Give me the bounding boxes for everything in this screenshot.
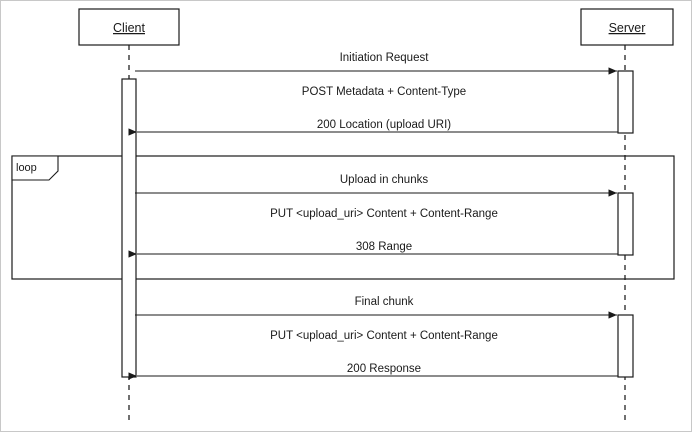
- loop-fragment-box: [11, 155, 675, 280]
- activation-bar-client: [121, 78, 137, 378]
- activation-bar-server-final: [617, 314, 634, 378]
- message-label-put-chunk: PUT <upload_uri> Content + Content-Range: [270, 208, 498, 220]
- loop-fragment-label: loop: [16, 162, 37, 174]
- message-label-post-metadata: POST Metadata + Content-Type: [302, 86, 466, 98]
- activation-bar-server-initiation: [617, 70, 634, 134]
- activation-bar-server-chunk: [617, 192, 634, 256]
- message-label-308-range: 308 Range: [356, 241, 412, 253]
- message-group-label-upload-chunks: Upload in chunks: [340, 174, 428, 186]
- participant-label-client: Client: [113, 21, 145, 35]
- message-label-200-response: 200 Response: [347, 363, 421, 375]
- message-group-label-final-chunk: Final chunk: [355, 296, 414, 308]
- message-group-label-initiation: Initiation Request: [340, 52, 430, 64]
- message-label-200-location: 200 Location (upload URI): [317, 119, 451, 131]
- participant-box-server[interactable]: [580, 8, 674, 46]
- message-label-put-final: PUT <upload_uri> Content + Content-Range: [270, 330, 498, 342]
- loop-fragment-tab: [11, 155, 59, 181]
- participant-box-client[interactable]: [78, 8, 180, 46]
- participant-label-server: Server: [609, 21, 646, 35]
